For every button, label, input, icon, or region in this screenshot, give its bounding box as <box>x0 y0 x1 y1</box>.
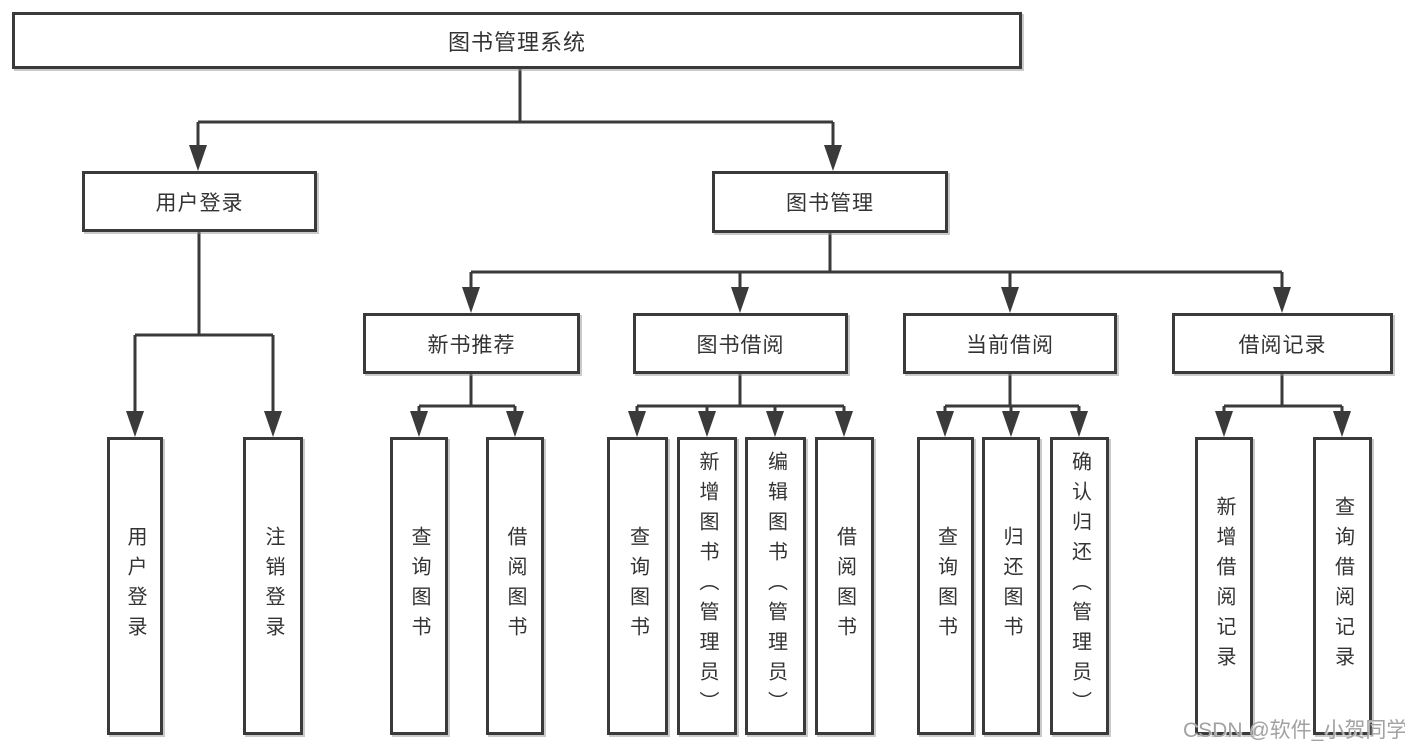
connector-book-borrowing-children <box>628 374 853 437</box>
node-current-query-books: 查询图书 <box>917 437 974 735</box>
node-user-login: 用户登录 <box>82 171 317 232</box>
node-label: 借阅图书 <box>504 526 526 646</box>
node-new-book-recommend: 新书推荐 <box>363 313 580 374</box>
node-book-management: 图书管理 <box>712 171 948 233</box>
connector-new-book-recommend-children <box>410 374 524 437</box>
connector-current-borrowing-children <box>936 374 1088 437</box>
node-book-borrowing: 图书借阅 <box>633 313 848 374</box>
node-library-management-system: 图书管理系统 <box>12 12 1022 69</box>
node-label: 用户登录 <box>155 191 244 215</box>
node-records-add-record: 新增借阅记录 <box>1195 437 1253 735</box>
node-borrowing-query-books: 查询图书 <box>607 437 668 735</box>
node-label: 图书管理系统 <box>447 29 586 55</box>
node-label: 归还图书 <box>1000 526 1022 646</box>
node-label: 查询图书 <box>934 526 957 646</box>
connector-book-management-children <box>462 233 1291 313</box>
node-current-return-books: 归还图书 <box>982 437 1040 735</box>
node-borrowing-records: 借阅记录 <box>1172 313 1393 374</box>
node-current-confirm-return-admin: 确认归还（管理员） <box>1050 437 1109 735</box>
node-label: 新增借阅记录 <box>1213 496 1235 676</box>
node-label: 用户登录 <box>124 526 146 646</box>
node-logout: 注销登录 <box>243 437 303 735</box>
connector-user-login-children <box>126 232 282 437</box>
node-label: 新书推荐 <box>427 333 516 357</box>
node-label: 确认归还（管理员） <box>1068 451 1091 721</box>
node-recommend-query-books: 查询图书 <box>390 437 448 735</box>
node-label: 注销登录 <box>262 526 284 646</box>
node-label: 新增图书（管理员） <box>696 451 718 721</box>
node-recommend-borrow-books: 借阅图书 <box>486 437 544 735</box>
csdn-watermark: CSDN @软件_小贺同学 <box>1183 719 1405 742</box>
connector-borrowing-records-children <box>1215 374 1351 437</box>
node-label: 借阅记录 <box>1238 333 1327 357</box>
node-label: 借阅图书 <box>833 526 856 646</box>
node-label: 当前借阅 <box>966 333 1054 357</box>
node-records-query-record: 查询借阅记录 <box>1313 437 1372 735</box>
node-label: 查询图书 <box>408 526 430 646</box>
node-current-borrowing: 当前借阅 <box>903 313 1117 374</box>
node-label: 查询图书 <box>626 526 649 646</box>
node-label: 图书管理 <box>786 192 874 215</box>
node-label: 查询借阅记录 <box>1331 496 1354 676</box>
node-label: 图书借阅 <box>696 333 785 357</box>
node-borrowing-add-books-admin: 新增图书（管理员） <box>677 437 737 735</box>
node-borrowing-edit-books-admin: 编辑图书（管理员） <box>745 437 806 735</box>
connector-root-to-level2 <box>189 68 842 171</box>
node-user-login-leaf: 用户登录 <box>107 437 163 735</box>
node-label: 编辑图书（管理员） <box>764 451 787 721</box>
node-borrowing-borrow-books: 借阅图书 <box>815 437 874 735</box>
